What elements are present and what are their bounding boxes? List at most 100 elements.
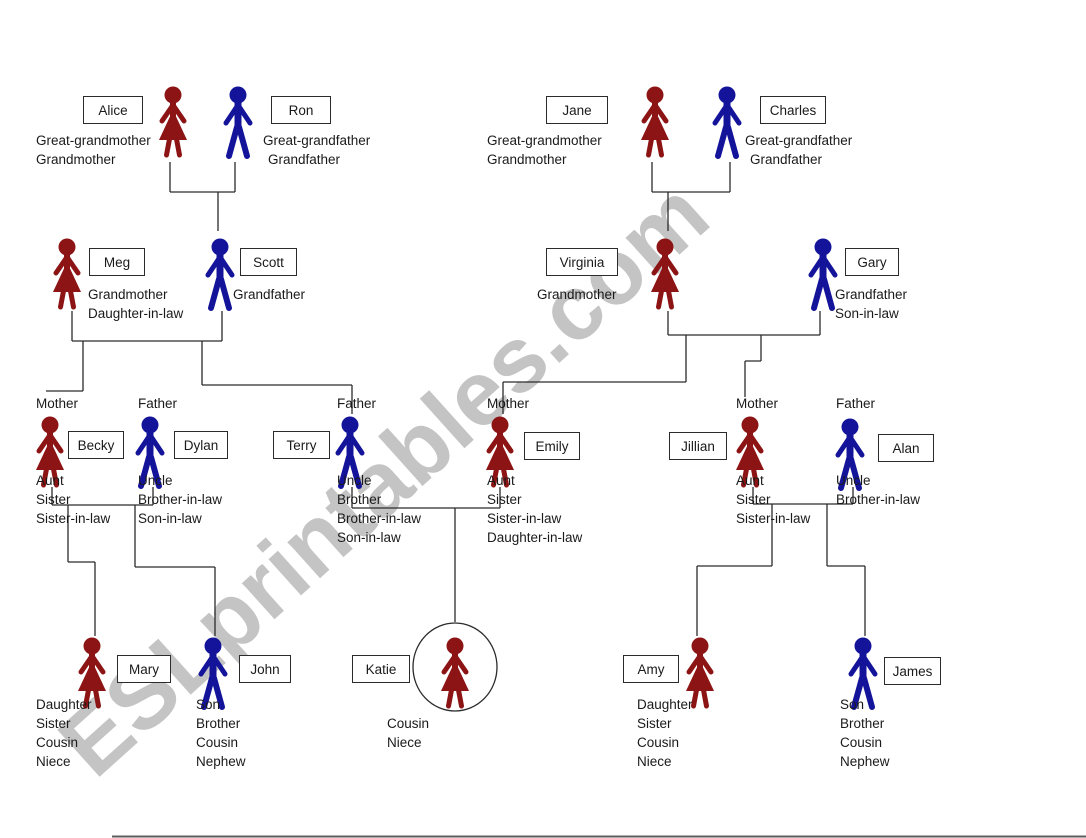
male-figure-gary — [811, 239, 835, 309]
name-box-ron: Ron — [271, 96, 331, 124]
name-box-mary: Mary — [117, 655, 171, 683]
name-box-john: John — [239, 655, 291, 683]
female-figure-meg — [53, 239, 81, 308]
role-label: Brother — [840, 716, 885, 731]
roles-becky: Aunt Sister Sister-in-law — [36, 471, 110, 528]
name-box-gary: Gary — [845, 248, 899, 276]
connector-jillian-alan-to-amy-james — [696, 487, 866, 636]
role-label: Sister-in-law — [487, 511, 562, 526]
tag-jillian: Mother — [736, 396, 779, 411]
role-label: Brother — [337, 492, 382, 507]
roles-alice: Great-grandmother Grandmother — [36, 131, 151, 169]
male-figure-ron — [226, 87, 250, 157]
role-label: Cousin — [637, 735, 680, 750]
tag-emily: Mother — [487, 396, 530, 411]
role-label: Aunt — [36, 473, 64, 488]
role-label: Son-in-law — [337, 530, 401, 545]
role-label: Cousin — [840, 735, 883, 750]
roles-terry: Uncle Brother Brother-in-law Son-in-law — [337, 471, 421, 547]
role-label: Cousin — [196, 735, 239, 750]
role-label: Grandmother — [487, 152, 567, 167]
role-label: Sister-in-law — [36, 511, 111, 526]
role-label: Grandfather — [835, 287, 908, 302]
name-box-charles: Charles — [760, 96, 826, 124]
role-label: Sister — [736, 492, 771, 507]
role-label: Nephew — [196, 754, 246, 769]
role-label: Son-in-law — [835, 306, 899, 321]
name-box-amy: Amy — [623, 655, 679, 683]
role-label: Great-grandfather — [745, 133, 853, 148]
roles-katie: Cousin Niece — [387, 714, 429, 752]
connector-becky-dylan-to-mary-john — [51, 487, 216, 636]
connector-jane-charles-to-virginia — [651, 162, 731, 231]
role-label: Nephew — [840, 754, 890, 769]
name-box-jane: Jane — [546, 96, 608, 124]
female-figure-katie — [441, 638, 469, 707]
name-box-emily: Emily — [524, 432, 580, 460]
role-label: Niece — [637, 754, 672, 769]
role-label: Grandmother — [36, 152, 116, 167]
role-label: Niece — [36, 754, 71, 769]
role-label: Cousin — [36, 735, 79, 750]
name-box-katie: Katie — [352, 655, 410, 683]
role-label: Son — [196, 697, 221, 712]
roles-charles: Great-grandfather Grandfather — [745, 131, 852, 169]
roles-jane: Great-grandmother Grandmother — [487, 131, 602, 169]
role-label: Sister — [36, 716, 71, 731]
role-label: Uncle — [337, 473, 372, 488]
role-label: Niece — [387, 735, 422, 750]
role-label: Grandfather — [750, 152, 823, 167]
role-label: Daughter-in-law — [88, 306, 184, 321]
roles-amy: Daughter Sister Cousin Niece — [637, 695, 693, 771]
tag-becky: Mother — [36, 396, 79, 411]
role-label: Cousin — [387, 716, 430, 731]
role-label: Great-grandmother — [487, 133, 602, 148]
role-label: Sister — [637, 716, 672, 731]
connector-alice-ron-to-scott — [169, 162, 236, 231]
role-label: Uncle — [138, 473, 173, 488]
tag-dylan: Father — [138, 396, 178, 411]
roles-virginia: Grandmother — [537, 285, 617, 304]
roles-james: Son Brother Cousin Nephew — [840, 695, 890, 771]
name-box-alan: Alan — [878, 434, 934, 462]
name-box-james: James — [884, 657, 941, 685]
role-label: Son — [840, 697, 865, 712]
roles-jillian: Aunt Sister Sister-in-law — [736, 471, 810, 528]
role-label: Grandmother — [88, 287, 168, 302]
female-figure-jane — [641, 87, 669, 156]
role-label: Sister-in-law — [736, 511, 811, 526]
connector-terry-emily-to-katie — [351, 487, 501, 622]
role-label: Son-in-law — [138, 511, 202, 526]
katie-highlight-circle — [412, 622, 498, 712]
tag-alan: Father — [836, 396, 876, 411]
name-box-terry: Terry — [273, 431, 330, 459]
name-box-scott: Scott — [240, 248, 297, 276]
connector-virginia-gary-to-emily-jillian — [502, 311, 821, 414]
name-box-meg: Meg — [89, 248, 145, 276]
name-box-virginia: Virginia — [546, 248, 618, 276]
role-label: Daughter — [36, 697, 92, 712]
female-figure-alice — [159, 87, 187, 156]
role-label: Brother-in-law — [337, 511, 422, 526]
role-label: Great-grandfather — [263, 133, 371, 148]
role-label: Grandfather — [268, 152, 341, 167]
role-label: Grandmother — [537, 287, 617, 302]
role-label: Great-grandmother — [36, 133, 151, 148]
role-label: Grandfather — [233, 287, 306, 302]
roles-gary: Grandfather Son-in-law — [835, 285, 907, 323]
connector-meg-scott-to-becky-terry — [46, 311, 353, 414]
male-figure-charles — [715, 87, 739, 157]
role-label: Daughter-in-law — [487, 530, 583, 545]
tag-terry: Father — [337, 396, 377, 411]
role-label: Sister — [36, 492, 71, 507]
role-label: Uncle — [836, 473, 871, 488]
roles-ron: Great-grandfather Grandfather — [263, 131, 370, 169]
role-label: Aunt — [487, 473, 515, 488]
name-box-jillian: Jillian — [669, 432, 727, 460]
roles-meg: Grandmother Daughter-in-law — [88, 285, 183, 323]
role-label: Brother — [196, 716, 241, 731]
roles-emily: Aunt Sister Sister-in-law Daughter-in-la… — [487, 471, 582, 547]
role-label: Daughter — [637, 697, 693, 712]
roles-alan: Uncle Brother-in-law — [836, 471, 920, 509]
